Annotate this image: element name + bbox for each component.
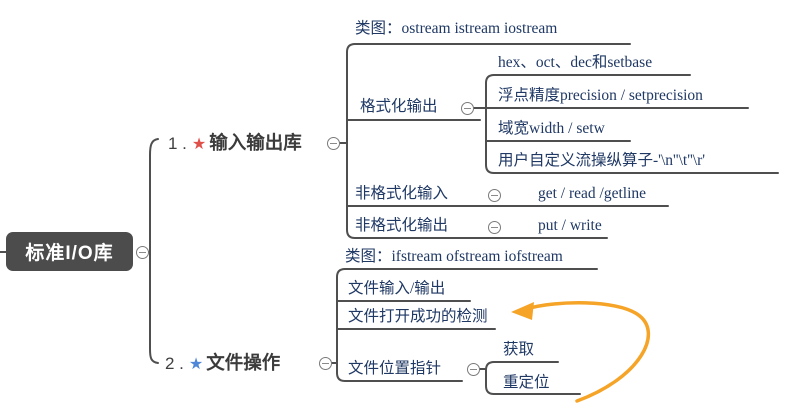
node-unformatted-input[interactable]: 非格式化输入	[355, 185, 449, 202]
node-float-precision[interactable]: 浮点精度precision / setprecision	[498, 87, 703, 104]
node-unformatted-output[interactable]: 非格式化输出	[355, 217, 449, 234]
toggle-minus-icon	[470, 369, 477, 370]
toggle-position-pointer[interactable]	[467, 363, 480, 376]
node-pointer-relocate[interactable]: 重定位	[503, 374, 550, 391]
node-file-input-output[interactable]: 文件输入/输出	[348, 280, 446, 297]
node-file-open-check[interactable]: 文件打开成功的检测	[348, 308, 488, 325]
red-star-icon: ★	[191, 136, 207, 153]
toggle-minus-icon	[491, 195, 498, 196]
branch-io-library[interactable]: 1 .★输入输出库	[168, 132, 302, 156]
node-file-class-diagram[interactable]: 类图：ifstream ofstream iofstream	[345, 248, 563, 265]
toggle-branch-io[interactable]	[327, 137, 340, 150]
blue-star-icon: ★	[188, 356, 204, 373]
toggle-formatted-output[interactable]	[461, 102, 474, 115]
branch-label-text: 文件操作	[206, 352, 281, 373]
node-io-class-diagram[interactable]: 类图：ostream istream iostream	[355, 20, 558, 37]
toggle-minus-icon	[322, 363, 329, 364]
toggle-unformatted-output[interactable]	[488, 221, 501, 234]
branch-number: 2 .	[165, 354, 184, 373]
node-custom-manipulator[interactable]: 用户自定义流操纵算子-'\n''\t''\r'	[498, 152, 706, 169]
toggle-branch-file[interactable]	[319, 357, 332, 370]
branch-number: 1 .	[168, 134, 187, 153]
toggle-minus-icon	[139, 252, 146, 253]
toggle-unformatted-input[interactable]	[488, 189, 501, 202]
node-field-width[interactable]: 域宽width / setw	[498, 120, 605, 137]
toggle-root[interactable]	[136, 246, 149, 259]
node-put-write[interactable]: put / write	[538, 217, 602, 234]
toggle-minus-icon	[464, 108, 471, 109]
node-get-read-getline[interactable]: get / read /getline	[538, 185, 647, 202]
node-formatted-output[interactable]: 格式化输出	[360, 98, 438, 115]
toggle-minus-icon	[491, 227, 498, 228]
root-topic-label: 标准I/O库	[25, 243, 114, 264]
branch-file-operations[interactable]: 2 .★文件操作	[165, 352, 280, 376]
branch-label-text: 输入输出库	[209, 132, 302, 153]
node-number-bases[interactable]: hex、oct、dec和setbase	[498, 54, 653, 71]
toggle-minus-icon	[330, 143, 337, 144]
node-pointer-get[interactable]: 获取	[503, 341, 535, 358]
node-file-position-pointer[interactable]: 文件位置指针	[348, 360, 442, 377]
root-topic[interactable]: 标准I/O库	[6, 232, 133, 271]
